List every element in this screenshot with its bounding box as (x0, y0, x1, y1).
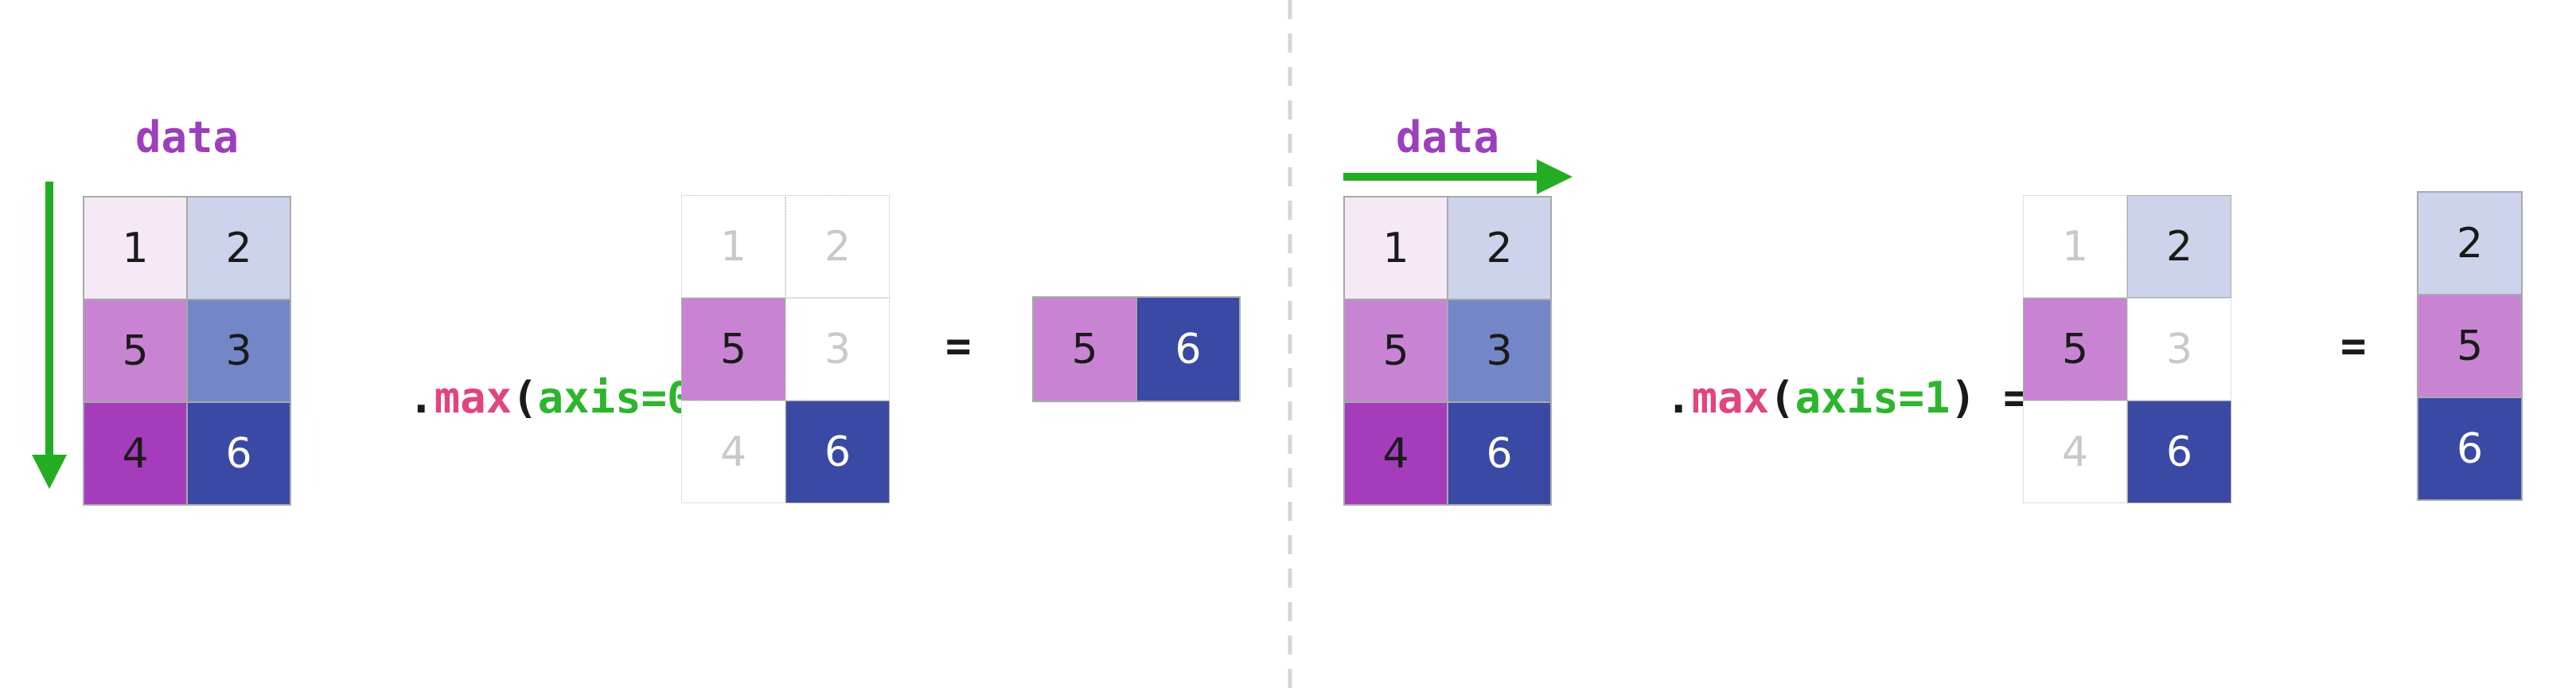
result-cell: 5 (1033, 297, 1136, 401)
masked-matrix: 1 2 5 3 4 6 (2023, 195, 2231, 503)
result-cell: 6 (1136, 297, 1240, 401)
masked-cell: 3 (785, 298, 890, 401)
result-matrix: 5 6 (1032, 296, 1241, 402)
masked-cell: 1 (681, 195, 785, 298)
matrix-cell: 5 (1344, 299, 1448, 402)
result-cell: 6 (2418, 397, 2522, 500)
matrix-cell: 4 (1344, 402, 1448, 505)
equals-sign: = (2340, 321, 2367, 371)
result-cell: 5 (2418, 295, 2522, 397)
result-matrix: 2 5 6 (2417, 191, 2523, 501)
highlighted-cell: 5 (681, 298, 785, 401)
method-name: max (434, 372, 512, 423)
masked-cell: 2 (785, 195, 890, 298)
method-argument: axis=1 (1795, 372, 1951, 423)
matrix-cell: 5 (84, 299, 187, 402)
highlighted-cell: 6 (785, 401, 890, 503)
source-matrix: 1 2 5 3 4 6 (83, 196, 291, 506)
masked-matrix: 1 2 5 3 4 6 (681, 195, 890, 503)
paren-open: ( (1769, 372, 1795, 423)
method-argument: axis=0 (537, 372, 693, 423)
right-arrow-icon (1343, 159, 1572, 194)
masked-cell: 4 (681, 401, 785, 503)
matrix-cell: 6 (187, 402, 290, 505)
highlighted-cell: 2 (2127, 195, 2231, 298)
matrix-cell: 3 (1448, 299, 1551, 402)
matrix-cell: 6 (1448, 402, 1551, 505)
method-name: max (1691, 372, 1770, 423)
matrix-cell: 1 (1344, 197, 1448, 299)
matrix-cell: 4 (84, 402, 187, 505)
data-label: data (135, 112, 240, 162)
highlighted-cell: 6 (2127, 401, 2231, 503)
matrix-cell: 1 (84, 197, 187, 299)
paren-open: ( (512, 372, 538, 423)
panel-divider (1288, 0, 1292, 696)
code-prefix: . (408, 372, 435, 423)
matrix-cell: 3 (187, 299, 290, 402)
matrix-cell: 2 (1448, 197, 1551, 299)
masked-cell: 1 (2023, 195, 2127, 298)
result-cell: 2 (2418, 192, 2522, 295)
highlighted-cell: 5 (2023, 298, 2127, 401)
code-prefix: . (1666, 372, 1692, 423)
down-arrow-icon (32, 182, 67, 489)
masked-cell: 4 (2023, 401, 2127, 503)
masked-cell: 3 (2127, 298, 2231, 401)
paren-close: ) (1950, 372, 1977, 423)
matrix-cell: 2 (187, 197, 290, 299)
source-matrix: 1 2 5 3 4 6 (1343, 196, 1552, 506)
code-expression: .max(axis=1)= (1562, 321, 2029, 475)
data-label: data (1396, 112, 1500, 162)
equals-sign: = (945, 321, 972, 371)
